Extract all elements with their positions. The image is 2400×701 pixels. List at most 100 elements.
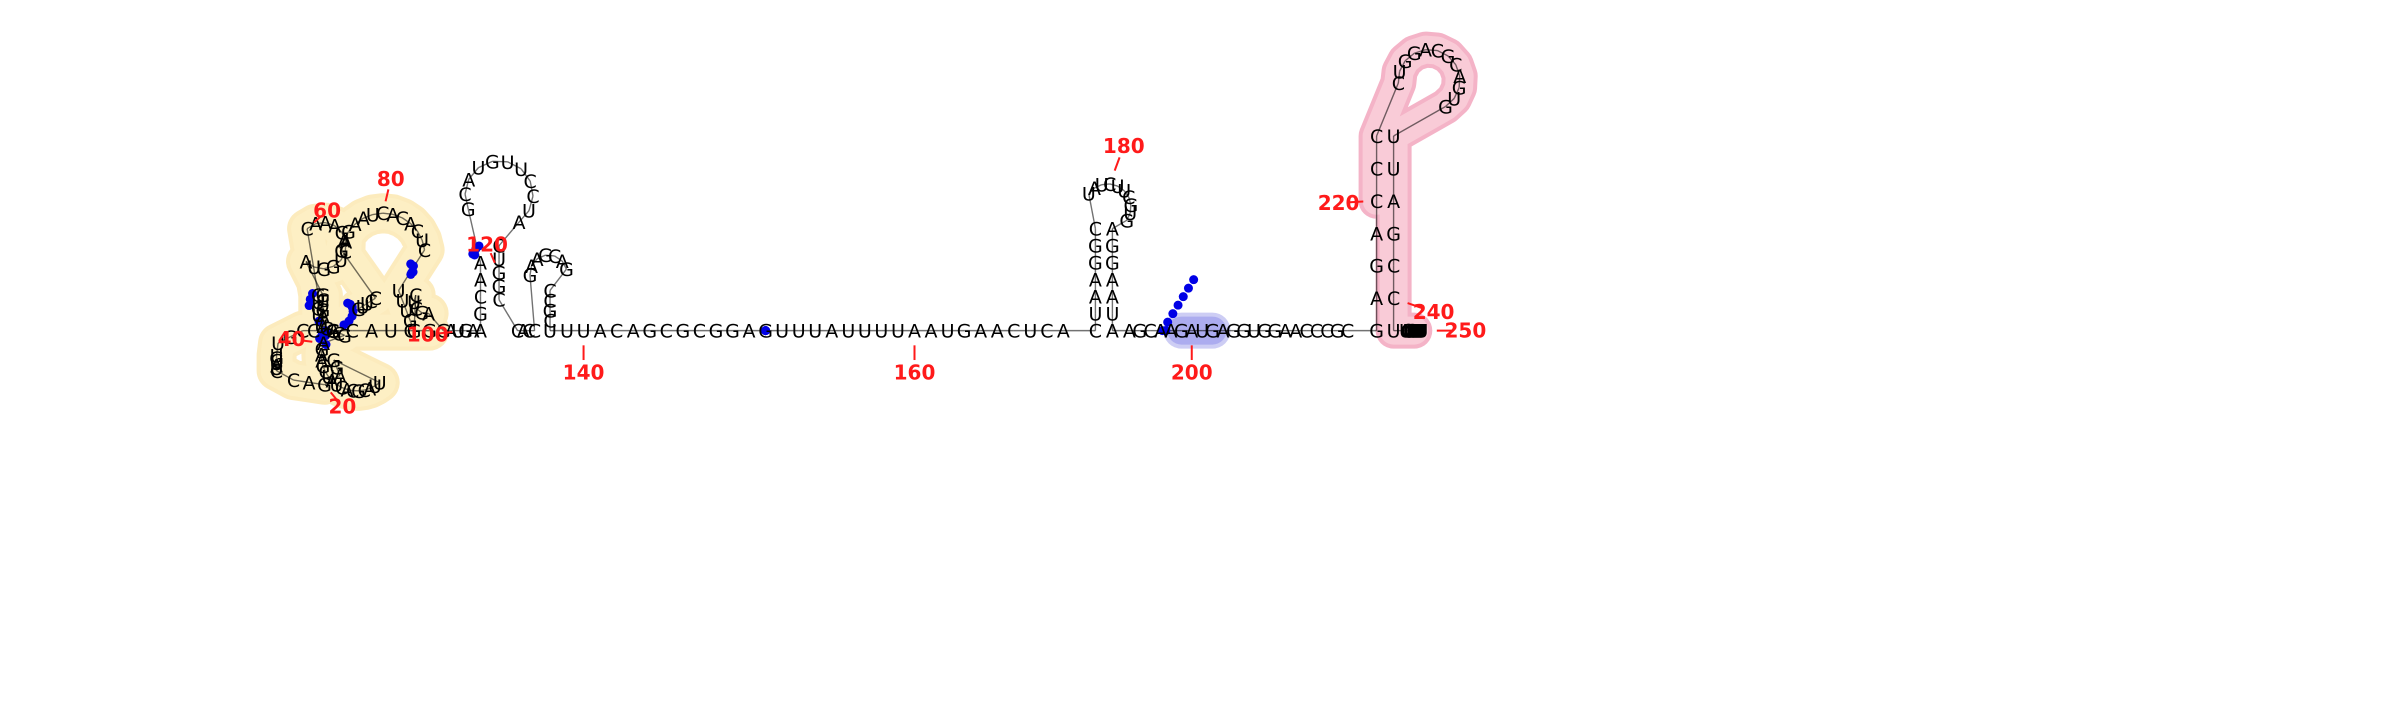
backbone-segment bbox=[290, 330, 304, 338]
nucleotide-letter: C bbox=[1370, 126, 1383, 148]
nucleotide: U bbox=[1095, 175, 1109, 197]
nucleotide-letter: G bbox=[1401, 321, 1416, 343]
nucleotide: U bbox=[311, 305, 325, 327]
nucleotide-letter: U bbox=[366, 205, 380, 227]
nucleotide: G bbox=[326, 321, 341, 343]
nucleotide: A bbox=[1453, 66, 1466, 88]
nucleotide-letter: G bbox=[1441, 46, 1456, 68]
backbone-segment bbox=[308, 381, 325, 386]
nucleotide-letter: C bbox=[270, 361, 283, 383]
nucleotide: G bbox=[1088, 236, 1103, 258]
nucleotide-letter: A bbox=[1185, 321, 1198, 343]
nucleotide-letter: C bbox=[346, 321, 359, 343]
nucleotide-letter: G bbox=[758, 321, 773, 343]
nucleotide-letter: C bbox=[511, 321, 524, 343]
nucleotide: A bbox=[512, 212, 525, 234]
nucleotide-letter: U bbox=[1117, 181, 1131, 203]
nucleotide-letter: A bbox=[339, 232, 352, 254]
nucleotide: G bbox=[709, 321, 724, 343]
nucleotide: C bbox=[1387, 256, 1400, 278]
nucleotide: G bbox=[1268, 321, 1283, 343]
nucleotide: U bbox=[368, 376, 382, 398]
nucleotide-letter: U bbox=[415, 230, 429, 252]
nucleotide-letter: U bbox=[874, 321, 888, 343]
nucleotide: C bbox=[270, 361, 283, 383]
nucleotide: U bbox=[1414, 321, 1428, 343]
nucleotide: G bbox=[1398, 51, 1413, 73]
nucleotide-letter: A bbox=[1164, 321, 1177, 343]
nucleotide-letter: U bbox=[1412, 321, 1426, 343]
nucleotide-letter: A bbox=[474, 270, 487, 292]
nucleotide-letter: U bbox=[271, 333, 285, 355]
backbone-segment bbox=[347, 223, 356, 233]
nucleotide-letter: G bbox=[1174, 321, 1189, 343]
nucleotide-letter: G bbox=[351, 381, 366, 403]
backbone-segment bbox=[331, 380, 337, 385]
nucleotide: C bbox=[458, 184, 471, 206]
backbone-segment bbox=[334, 225, 343, 233]
backbone-segment bbox=[464, 179, 470, 195]
nucleotide-letter: C bbox=[396, 208, 409, 230]
position-label-160: 160 bbox=[894, 361, 936, 385]
nucleotide-letter: G bbox=[334, 241, 349, 263]
base-pair-layer bbox=[304, 241, 1199, 350]
nucleotide-letter: A bbox=[512, 212, 525, 234]
nucleotide: A bbox=[517, 321, 530, 343]
nucleotide-letter: U bbox=[1406, 321, 1420, 343]
nucleotide-letter: U bbox=[360, 294, 374, 316]
nucleotide-letter: G bbox=[1123, 195, 1138, 217]
nucleotide: U bbox=[1404, 321, 1418, 343]
backbone-segment bbox=[530, 258, 538, 267]
base-pair-dot bbox=[321, 326, 331, 336]
nucleotide: G bbox=[1226, 321, 1241, 343]
nucleotide-letter: U bbox=[1095, 175, 1109, 197]
nucleotide-letter: A bbox=[316, 305, 329, 327]
nucleotide: G bbox=[523, 265, 538, 287]
nucleotide-letter: U bbox=[1408, 321, 1422, 343]
nucleotide: G bbox=[492, 276, 507, 298]
nucleotide-letter: A bbox=[1370, 288, 1383, 310]
nucleotide-letter: G bbox=[320, 319, 335, 341]
nucleotide-letter: G bbox=[326, 256, 341, 278]
base-pair-dot bbox=[761, 326, 771, 336]
nucleotide: A bbox=[319, 213, 332, 235]
nucleotide: U bbox=[373, 373, 387, 395]
nucleotide-letter: G bbox=[523, 265, 538, 287]
nucleotide: A bbox=[1089, 287, 1102, 309]
nucleotide-letter: C bbox=[307, 321, 320, 343]
nucleotide-letter: G bbox=[1452, 78, 1467, 100]
backbone-segment bbox=[277, 336, 291, 344]
nucleotide: C bbox=[1310, 321, 1323, 343]
position-label-200: 200 bbox=[1171, 361, 1213, 385]
backbone-segment bbox=[421, 239, 426, 251]
nucleotide: U bbox=[1447, 88, 1461, 110]
nucleotide: A bbox=[326, 371, 339, 393]
nucleotide: U bbox=[366, 205, 380, 227]
nucleotide-letter: A bbox=[1289, 321, 1302, 343]
nucleotide-letter: C bbox=[1320, 321, 1333, 343]
nucleotide: G bbox=[957, 321, 972, 343]
nucleotide-letter: G bbox=[957, 321, 972, 343]
nucleotide-letter: U bbox=[1111, 176, 1125, 198]
nucleotide-letter: U bbox=[1447, 88, 1461, 110]
nucleotide: A bbox=[422, 303, 435, 325]
nucleotide: C bbox=[404, 321, 417, 343]
backbone-segment bbox=[468, 167, 479, 180]
nucleotide: A bbox=[363, 378, 376, 400]
nucleotide: C bbox=[610, 321, 623, 343]
nucleotide-letter: G bbox=[485, 151, 500, 173]
nucleotide-letter: G bbox=[1226, 321, 1241, 343]
nucleotide: A bbox=[467, 321, 480, 343]
nucleotide: C bbox=[376, 203, 389, 225]
nucleotide: A bbox=[340, 379, 353, 401]
backbone-segment bbox=[1393, 105, 1446, 137]
nucleotide-letter: G bbox=[414, 303, 429, 325]
backbone-segment bbox=[276, 370, 294, 381]
backbone-segment bbox=[405, 310, 411, 321]
nucleotide: U bbox=[492, 249, 506, 271]
nucleotide: C bbox=[492, 290, 505, 312]
nucleotide: A bbox=[357, 208, 370, 230]
nucleotide: G bbox=[422, 321, 437, 343]
nucleotide-letter: C bbox=[1122, 187, 1135, 209]
nucleotide: G bbox=[1132, 321, 1147, 343]
